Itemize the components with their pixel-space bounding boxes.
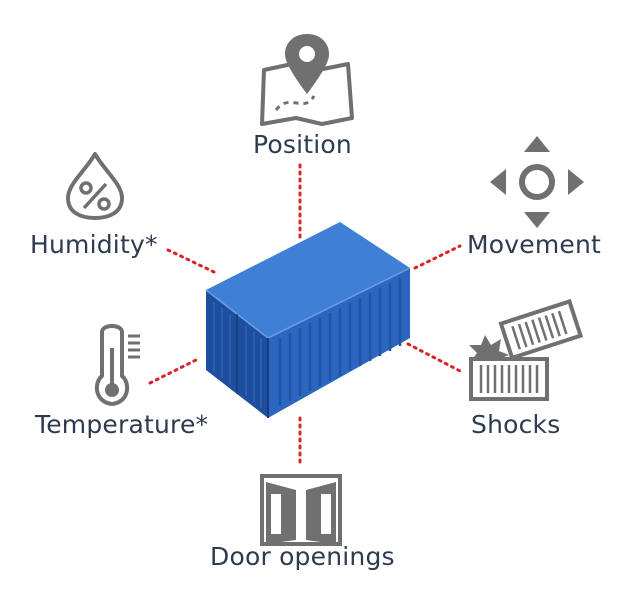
door-openings-label: Door openings [210, 542, 395, 571]
map-pin-icon [260, 34, 354, 126]
movement-label: Movement [467, 230, 602, 259]
connector-temperature [148, 356, 202, 385]
shocks-label: Shocks [471, 410, 561, 439]
temperature-label: Temperature* [35, 410, 209, 439]
thermometer-icon [94, 324, 140, 406]
connector-shocks [406, 342, 464, 374]
double-door-icon [260, 474, 342, 546]
water-drop-percent-icon [66, 152, 124, 220]
position-label: Position [253, 130, 352, 159]
colliding-containers-icon [469, 298, 583, 401]
direction-arrows-icon [490, 136, 584, 228]
humidity-label: Humidity* [30, 230, 158, 259]
connector-movement [413, 244, 462, 270]
connector-humidity [166, 248, 216, 274]
